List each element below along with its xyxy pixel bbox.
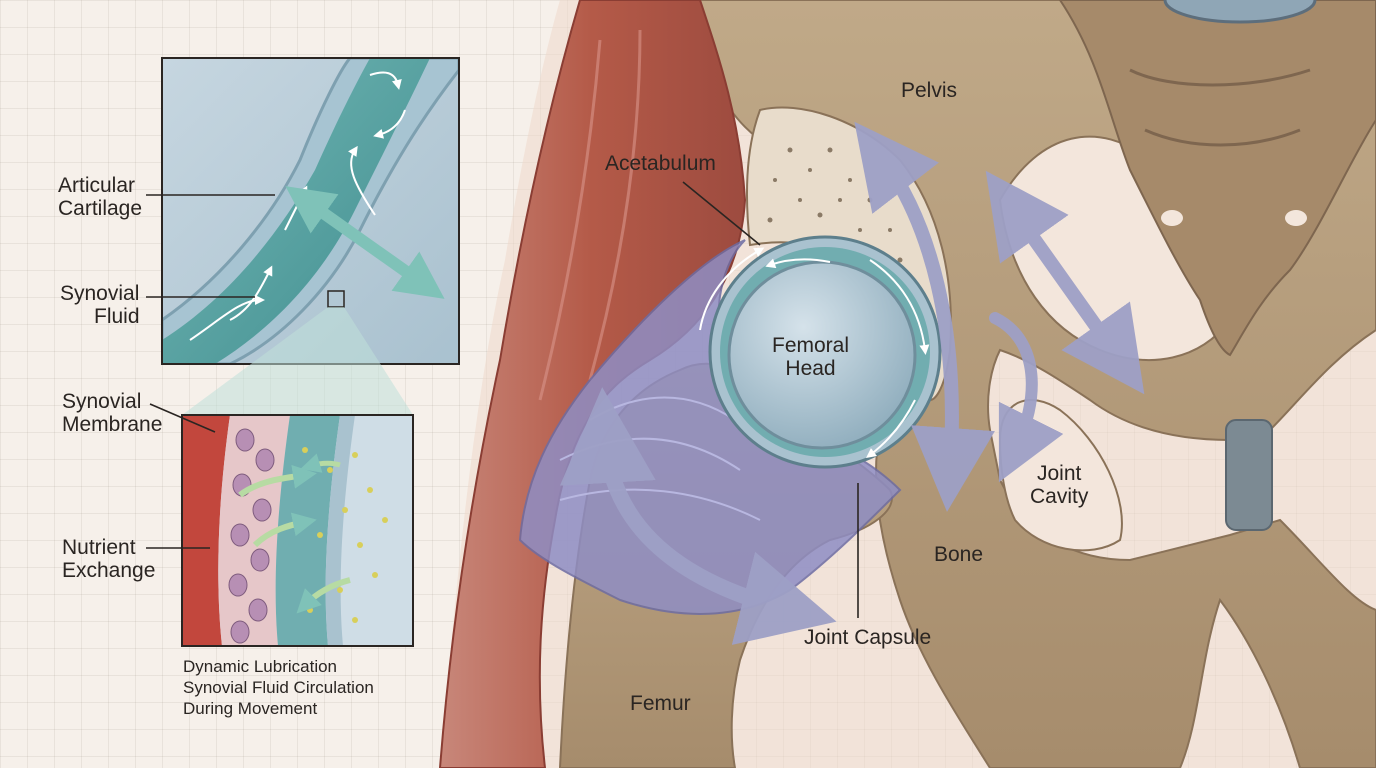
vertebral-disc	[1163, 0, 1317, 24]
membrane-cells	[228, 428, 275, 644]
nutrient-dots	[302, 447, 388, 623]
label-synovial-fluid: Synovial Fluid	[60, 282, 140, 328]
inset-connector	[182, 307, 413, 415]
sacrum	[1058, 0, 1376, 357]
label-femoral-head: Femoral Head	[772, 334, 850, 380]
label-synovial-membrane: Synovial Membrane	[62, 390, 163, 436]
motion-arrow-cavity	[989, 312, 1064, 483]
inset-membrane-panel	[182, 415, 413, 646]
motion-arrow-upper	[854, 121, 995, 512]
caption-line-2: Synovial Fluid Circulation	[183, 678, 374, 697]
label-femur: Femur	[630, 692, 691, 715]
label-articular-cartilage: Articular Cartilage	[58, 174, 143, 220]
caption-line-1: Dynamic Lubrication	[183, 657, 338, 676]
motion-arrow-left	[559, 387, 837, 645]
caption-line-3: During Movement	[183, 699, 318, 718]
sacral-foramen-right	[1285, 210, 1307, 226]
acetabulum-leader	[682, 181, 761, 246]
membrane-leader	[149, 403, 216, 433]
pubic-symphysis	[1225, 419, 1273, 531]
label-nutrient-exchange: Nutrient Exchange	[62, 536, 156, 582]
motion-arrow-pelvis	[985, 170, 1145, 395]
label-joint-capsule: Joint Capsule	[804, 626, 932, 649]
figure-caption: Dynamic Lubrication Synovial Fluid Circu…	[183, 656, 374, 719]
inset-fluid-panel	[162, 58, 459, 364]
label-pelvis: Pelvis	[901, 79, 958, 102]
sacral-foramen-left	[1161, 210, 1183, 226]
label-joint-cavity: Joint Cavity	[1030, 462, 1089, 508]
label-bone: Bone	[934, 543, 984, 566]
label-acetabulum: Acetabulum	[605, 152, 716, 175]
